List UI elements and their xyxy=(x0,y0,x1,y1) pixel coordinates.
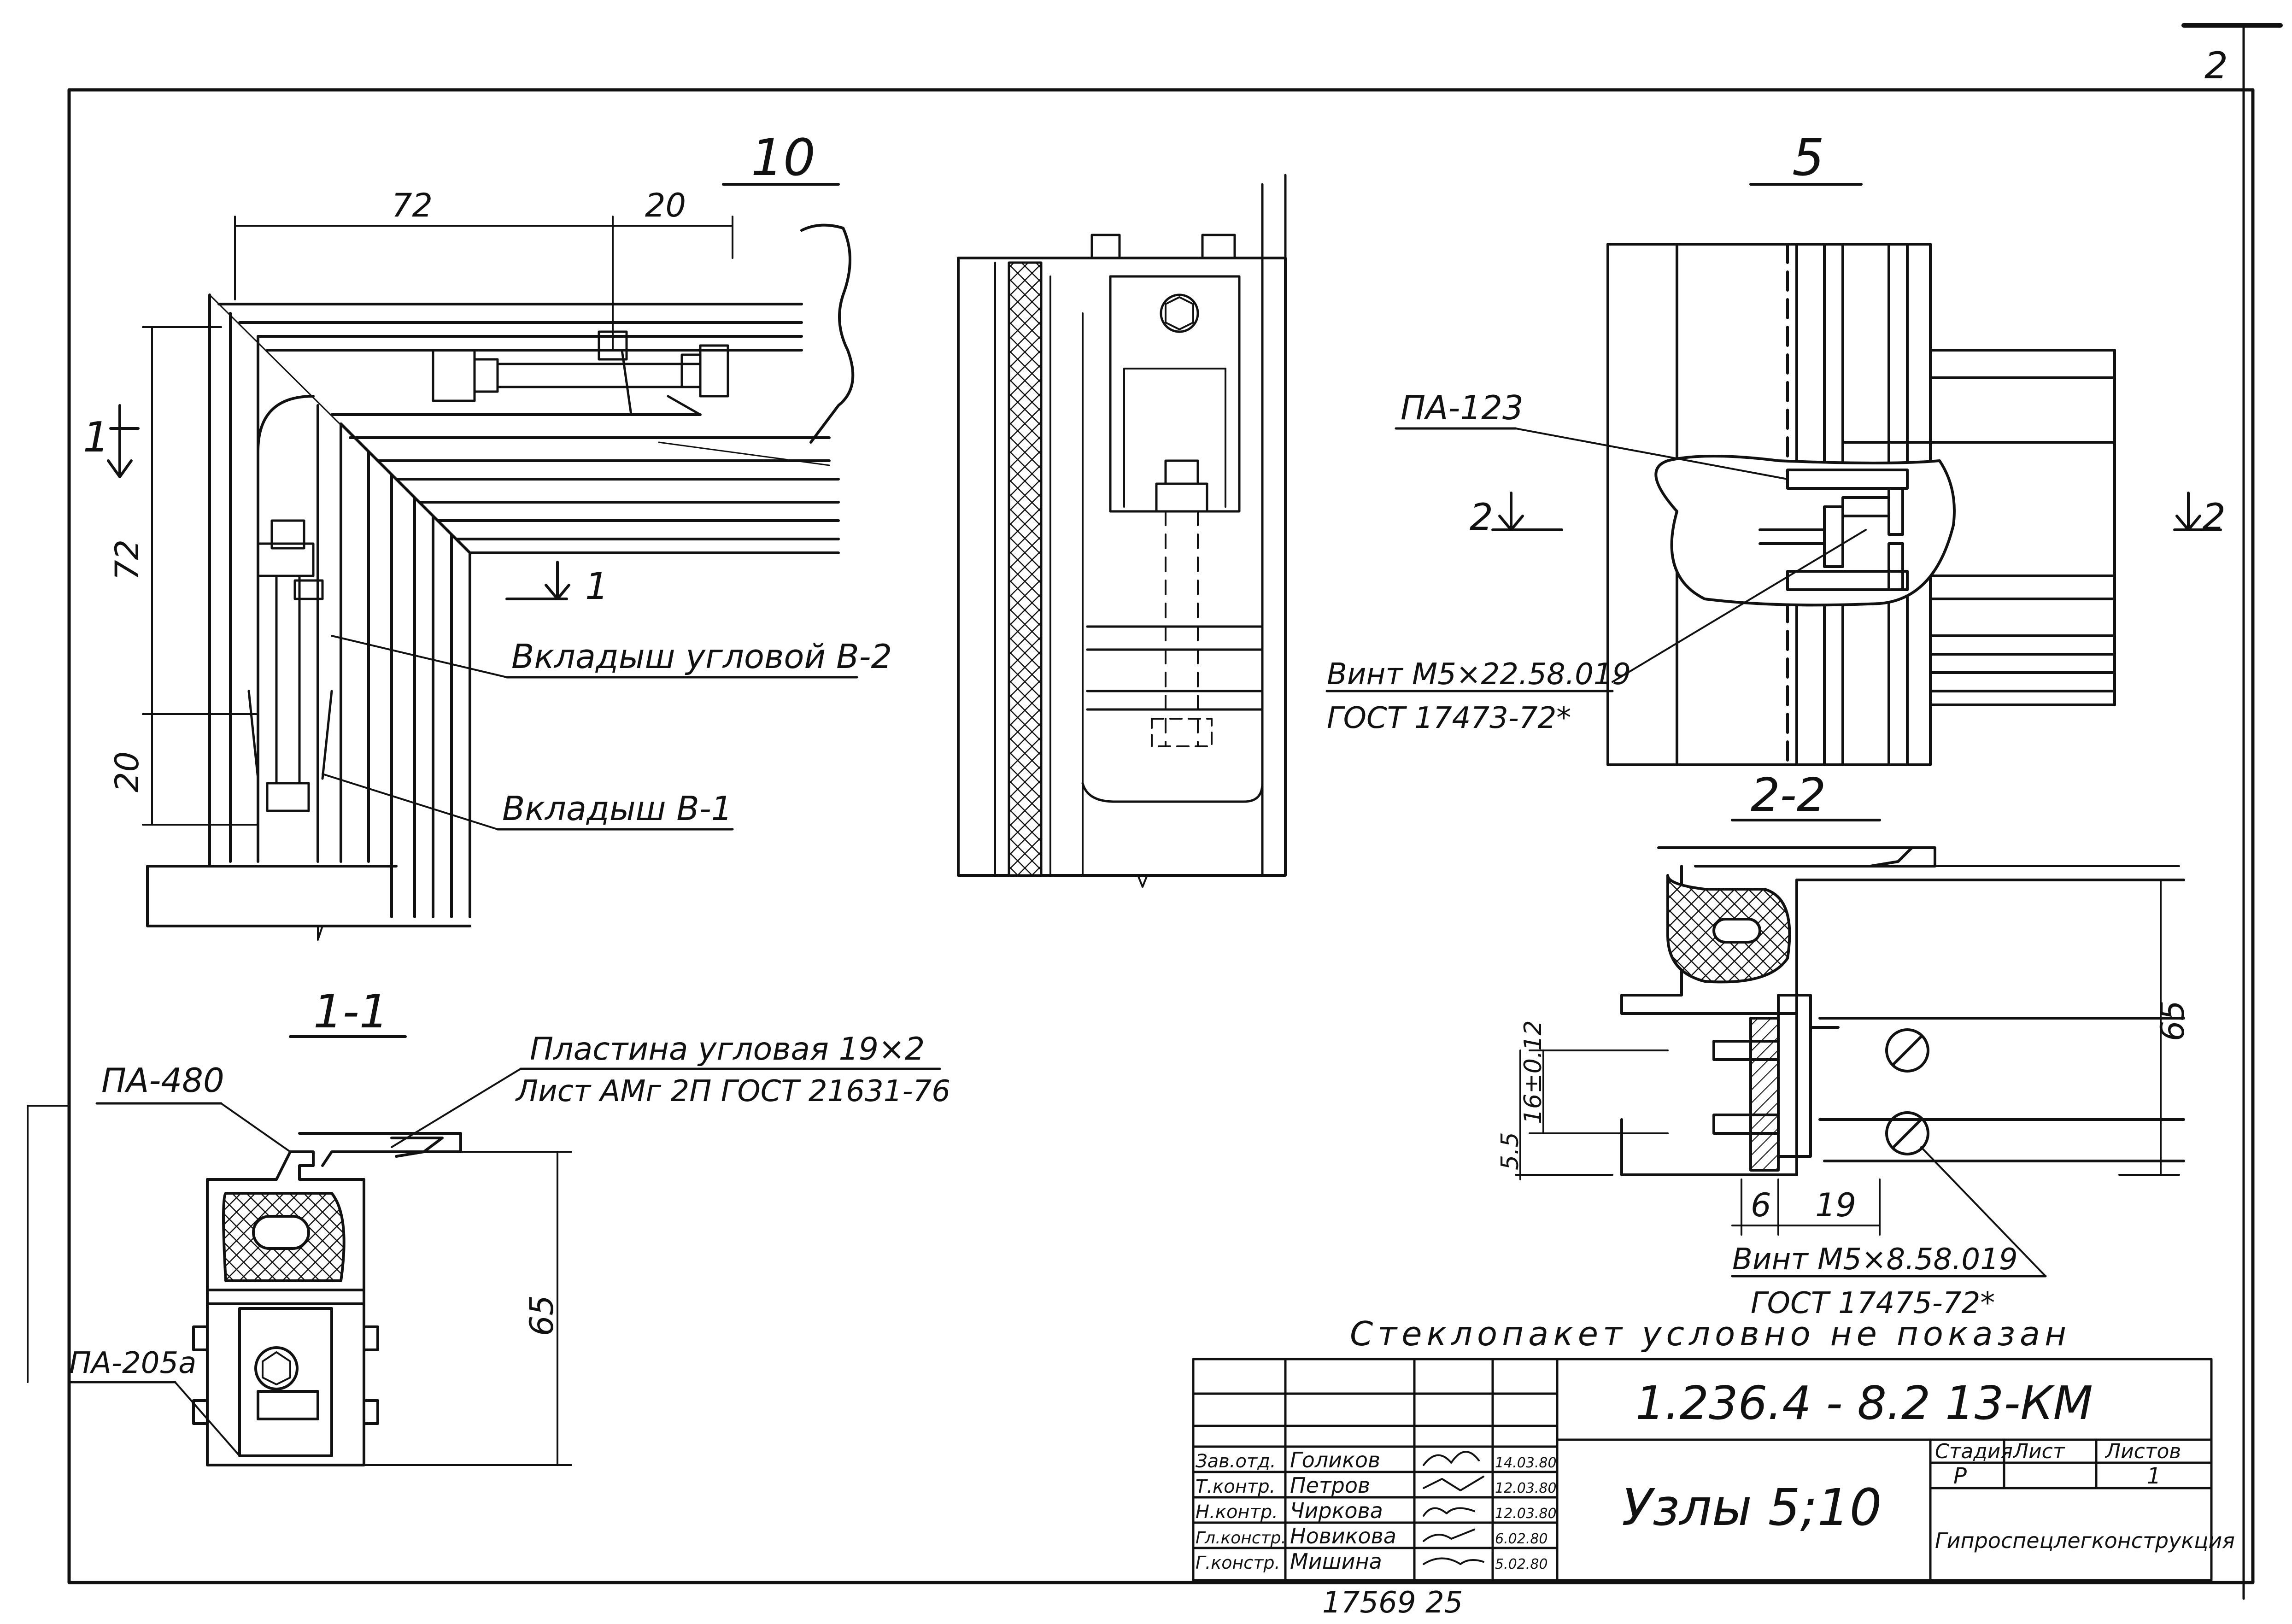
archive-number: 17569 25 xyxy=(1322,1586,1463,1620)
signatures xyxy=(1423,1451,1484,1565)
view10-dim-20-left: 20 xyxy=(108,751,146,792)
title-block-designation: 1.236.4 - 8.2 13-КМ xyxy=(1635,1376,2093,1430)
section22-title: 2-2 xyxy=(1751,768,1826,822)
view10-section-mark-left: 1 xyxy=(83,413,109,462)
section22-dim-19: 19 xyxy=(1815,1186,1856,1224)
row-name: Чиркова xyxy=(1290,1498,1383,1523)
view-10: 10 72 20 72 20 xyxy=(83,128,892,941)
row-date: 12.03.80 xyxy=(1495,1506,1557,1522)
section11-title: 1-1 xyxy=(313,985,388,1038)
title-block-row: Н.контр. Чиркова 12.03.80 xyxy=(1196,1498,1557,1523)
row-date: 5.02.80 xyxy=(1495,1556,1548,1572)
row-name: Новикова xyxy=(1290,1524,1396,1548)
title-block-stage-value: Р xyxy=(1953,1463,1967,1489)
row-date: 14.03.80 xyxy=(1495,1455,1557,1471)
title-block-drawing-title: Узлы 5;10 xyxy=(1622,1478,1882,1537)
view10-dim-20-top: 20 xyxy=(645,187,686,224)
row-name: Голиков xyxy=(1290,1448,1380,1472)
row-date: 6.02.80 xyxy=(1495,1531,1548,1547)
sheet-number: 2 xyxy=(2204,44,2228,87)
section-1-1: 1-1 65 ПА-480 xyxy=(68,985,950,1466)
row-role: Н.контр. xyxy=(1196,1501,1278,1523)
section11-label-top-profile: ПА-480 xyxy=(101,1061,224,1100)
view10-dim-72-top: 72 xyxy=(392,187,433,224)
title-block-sheet-header: Лист xyxy=(2012,1440,2065,1463)
section22-dim-edge: 5.5 xyxy=(1496,1132,1524,1170)
row-role: Т.контр. xyxy=(1196,1476,1275,1497)
row-name: Мишина xyxy=(1290,1549,1382,1574)
row-role: Г.констр. xyxy=(1196,1553,1280,1573)
section-2-2: 2-2 xyxy=(1496,768,2192,1320)
view5-screw-line2: ГОСТ 17473-72* xyxy=(1327,701,1571,735)
view10-section-mark-bottom: 1 xyxy=(585,565,609,608)
view10-corner-profile xyxy=(208,293,840,918)
view10-label-corner-insert: Вкладыш угловой В-2 xyxy=(511,637,892,676)
view10-dim-72-left: 72 xyxy=(108,539,146,580)
row-date: 12.03.80 xyxy=(1495,1480,1557,1496)
view10-bolts xyxy=(247,330,729,812)
title-block-rows: Зав.отд. Голиков 14.03.80 Т.контр. Петро… xyxy=(1196,1448,1557,1574)
title-block-organization: Гипроспецлегконструкция xyxy=(1935,1528,2235,1553)
section22-dim-65: 65 xyxy=(2154,1000,2192,1041)
view5-screw-line1: Винт М5×22.58.019 xyxy=(1327,657,1631,692)
section22-screw-line2: ГОСТ 17475-72* xyxy=(1751,1286,1995,1320)
middle-elevation xyxy=(957,174,1287,888)
section22-screw-line1: Винт М5×8.58.019 xyxy=(1732,1243,2018,1277)
section11-plate-line1: Пластина угловая 19×2 xyxy=(530,1031,925,1067)
row-role: Зав.отд. xyxy=(1196,1451,1276,1472)
section11-label-bottom-profile: ПА-205а xyxy=(69,1346,196,1380)
view10-title: 10 xyxy=(751,128,815,187)
view5-section-mark-left: 2 xyxy=(1470,496,1493,539)
title-block xyxy=(1192,1358,2213,1582)
title-block-row: Зав.отд. Голиков 14.03.80 xyxy=(1196,1448,1557,1472)
view5-label-profile: ПА-123 xyxy=(1401,388,1524,427)
title-block-row: Гл.констр. Новикова 6.02.80 xyxy=(1196,1524,1548,1548)
glass-unit-note: Стеклопакет условно не показан xyxy=(1350,1314,2071,1353)
view-5: 5 xyxy=(1325,128,2226,766)
row-role: Гл.констр. xyxy=(1196,1529,1286,1548)
section11-plate-line2: Лист АМг 2П ГОСТ 21631-76 xyxy=(515,1074,950,1108)
row-name: Петров xyxy=(1290,1473,1370,1498)
title-block-stage-header: Стадия xyxy=(1935,1440,2013,1463)
section22-dim-6: 6 xyxy=(1751,1186,1771,1224)
section11-dim-65: 65 xyxy=(523,1295,561,1336)
title-block-sheets-value: 1 xyxy=(2147,1463,2161,1489)
view5-title: 5 xyxy=(1792,128,1824,187)
title-block-sheets-header: Листов xyxy=(2104,1440,2181,1463)
view5-section-mark-right: 2 xyxy=(2202,496,2226,539)
title-block-row: Г.констр. Мишина 5.02.80 xyxy=(1196,1549,1548,1574)
section22-dim-spacing: 16±0.12 xyxy=(1519,1020,1547,1124)
title-block-row: Т.контр. Петров 12.03.80 xyxy=(1196,1473,1557,1498)
sheet-frame xyxy=(27,23,2283,1600)
view10-label-insert: Вкладыш В-1 xyxy=(502,789,733,828)
